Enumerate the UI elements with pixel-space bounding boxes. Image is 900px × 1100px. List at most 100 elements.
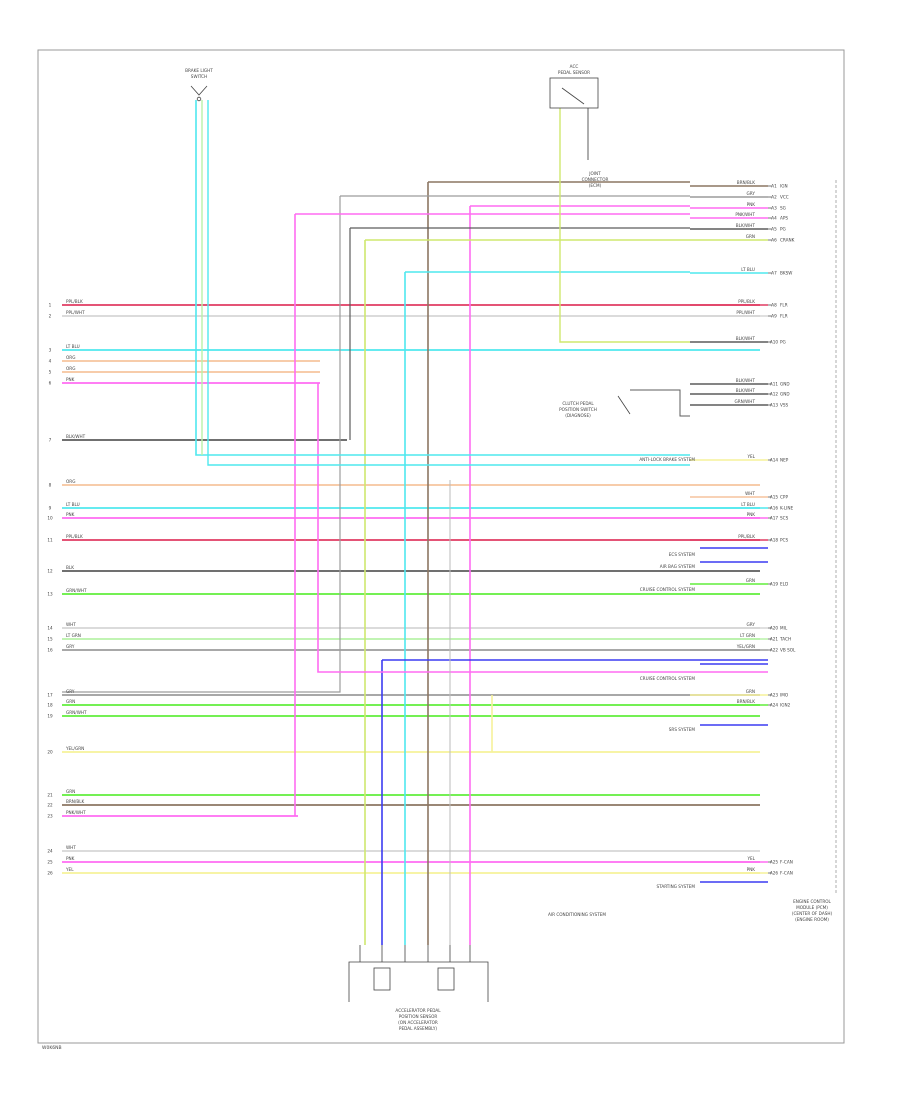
diagram-frame xyxy=(37,49,845,1044)
clutch-label-1: CLUTCH PEDAL xyxy=(562,401,594,406)
left-wire-label-19: GRN/WHT xyxy=(66,710,87,715)
left-wire-label-3: LT BLU xyxy=(66,344,80,349)
left-wire-label-9: LT BLU xyxy=(66,502,80,507)
ref-srs: SRS SYSTEM xyxy=(669,727,696,732)
ref-airbag: AIR BAG SYSTEM xyxy=(660,564,696,569)
right-wire-label-8: PPL/BLK xyxy=(738,299,755,304)
left-wire-label-11: PPL/BLK xyxy=(66,534,83,539)
ecm-func-1: IGN xyxy=(780,184,788,189)
left-pin-14: 14 xyxy=(47,626,53,631)
left-pin-23: 23 xyxy=(47,814,53,819)
sensor-label-1: ACC xyxy=(570,64,579,69)
right-wire-label-14: YEL xyxy=(746,454,755,459)
ref-ac: AIR CONDITIONING SYSTEM xyxy=(548,912,606,917)
left-pin-3: 3 xyxy=(49,348,52,353)
left-wire-label-4: ORG xyxy=(66,355,75,360)
app-sensor-element-2 xyxy=(437,967,455,991)
switch-contact-icon xyxy=(190,85,208,96)
right-wire-label-2: GRY xyxy=(747,191,756,196)
right-wire-label-7: LT BLU xyxy=(741,267,755,272)
right-wire-label-24: BRN/BLK xyxy=(737,699,756,704)
brake-switch-label-2: SWITCH xyxy=(191,74,207,79)
ecm-func-3: SG xyxy=(780,206,786,211)
right-wire-label-10: BLK/WHT xyxy=(736,336,756,341)
left-pin-6: 6 xyxy=(49,381,52,386)
right-wire-label-17: PNK xyxy=(747,512,756,517)
left-wire-label-2: PPL/WHT xyxy=(66,310,85,315)
left-wire-label-12: BLK xyxy=(66,565,74,570)
brake-wire-3 xyxy=(207,100,690,466)
ecm-pin-4: A4 xyxy=(771,216,777,221)
sensor-label-2: PEDAL SENSOR xyxy=(558,70,590,75)
clutch-pedal-switch: CLUTCH PEDAL POSITION SWITCH (DIAGNOSE) xyxy=(559,395,631,418)
vertical-gry xyxy=(62,196,341,693)
left-wire-label-10: PNK xyxy=(66,512,75,517)
ecm-pin-1: A1 xyxy=(771,184,777,189)
ecm-func-6: CRANK xyxy=(780,238,795,243)
left-wire-label-21: GRN xyxy=(66,789,75,794)
clutch-wire xyxy=(630,389,690,417)
left-pin-9: 9 xyxy=(49,506,52,511)
left-wire-label-16: GRY xyxy=(66,644,75,649)
left-wire-label-26: YEL xyxy=(65,867,74,872)
right-wire-label-15: WHT xyxy=(745,491,755,496)
app-sensor-label-1: ACCELERATOR PEDAL xyxy=(395,1008,441,1013)
ecm-pin-11: A11 xyxy=(770,382,779,387)
ecm-label-1: ENGINE CONTROL xyxy=(793,899,831,904)
left-pin-13: 13 xyxy=(47,592,53,597)
ecm-func-8: FLR xyxy=(780,303,788,308)
ecm-func-12: GND xyxy=(780,392,790,397)
junction-label-3: (ECM) xyxy=(589,183,602,188)
left-pin-26: 26 xyxy=(47,871,53,876)
left-wire-label-18: GRN xyxy=(66,699,75,704)
left-wire-label-25: PNK xyxy=(66,856,75,861)
left-pin-20: 20 xyxy=(47,750,53,755)
right-wire-label-16: LT BLU xyxy=(741,502,755,507)
left-pin-24: 24 xyxy=(47,849,53,854)
right-wire-label-12: BLK/WHT xyxy=(736,388,756,393)
left-wire-label-14: WHT xyxy=(66,622,76,627)
right-wire-label-9: PPL/WHT xyxy=(736,310,755,315)
left-wire-label-7: BLK/WHT xyxy=(66,434,86,439)
ecm-pin-25: A25 xyxy=(770,860,779,865)
left-wire-label-15: LT GRN xyxy=(66,633,81,638)
ecm-pin-2: A2 xyxy=(771,195,777,200)
ecm-pin-26: A26 xyxy=(770,871,779,876)
ecm-func-4: APS xyxy=(780,216,788,221)
right-wire-label-22: YEL/GRN xyxy=(736,644,755,649)
left-pin-8: 8 xyxy=(49,483,52,488)
ecm-pin-7: A7 xyxy=(771,271,777,276)
left-wire-label-13: GRN/WHT xyxy=(66,588,87,593)
ecm-label-2: MODULE (PCM) xyxy=(796,905,828,910)
ecm-pin-15: A15 xyxy=(770,495,779,500)
right-wire-label-23: GRN xyxy=(746,689,755,694)
junction-label-2: CONNECTOR xyxy=(582,177,609,182)
switch-pivot-icon xyxy=(196,96,202,102)
junction-label-1: JOINT xyxy=(588,171,601,176)
ecm-func-9: FLR xyxy=(780,314,788,319)
ecm-func-19: ELD xyxy=(780,582,788,587)
system-references: ANTI-LOCK BRAKE SYSTEM ECS SYSTEM AIR BA… xyxy=(548,457,695,917)
left-wire-label-17: GRY xyxy=(66,689,75,694)
app-sensor-box xyxy=(348,961,489,1002)
right-wire-label-20: GRY xyxy=(747,622,756,627)
ecm-pin-3: A3 xyxy=(771,206,777,211)
ecm-label-4: (ENGINE ROOM) xyxy=(795,917,829,922)
right-wire-label-26: PNK xyxy=(747,867,756,872)
ecm-func-24: IGN2 xyxy=(780,703,791,708)
app-sensor-label-2: POSITION SENSOR xyxy=(399,1014,438,1019)
left-pin-10: 10 xyxy=(47,516,53,521)
right-wire-label-5: BLK/WHT xyxy=(736,223,756,228)
brake-wire-1 xyxy=(195,100,690,456)
ecm-func-22: VB SOL xyxy=(780,648,796,653)
ecm-pin-10: A10 xyxy=(770,340,779,345)
left-wire-label-8: ORG xyxy=(66,479,75,484)
app-sensor-element-1 xyxy=(373,967,391,991)
left-wire-label-23: PNK/WHT xyxy=(66,810,86,815)
clutch-switch-icon xyxy=(617,395,631,415)
app-sensor-label-4: PEDAL ASSEMBLY) xyxy=(399,1026,437,1031)
left-pin-11: 11 xyxy=(47,538,53,543)
ecm-pin-17: A17 xyxy=(770,516,779,521)
left-pin-2: 2 xyxy=(49,314,52,319)
